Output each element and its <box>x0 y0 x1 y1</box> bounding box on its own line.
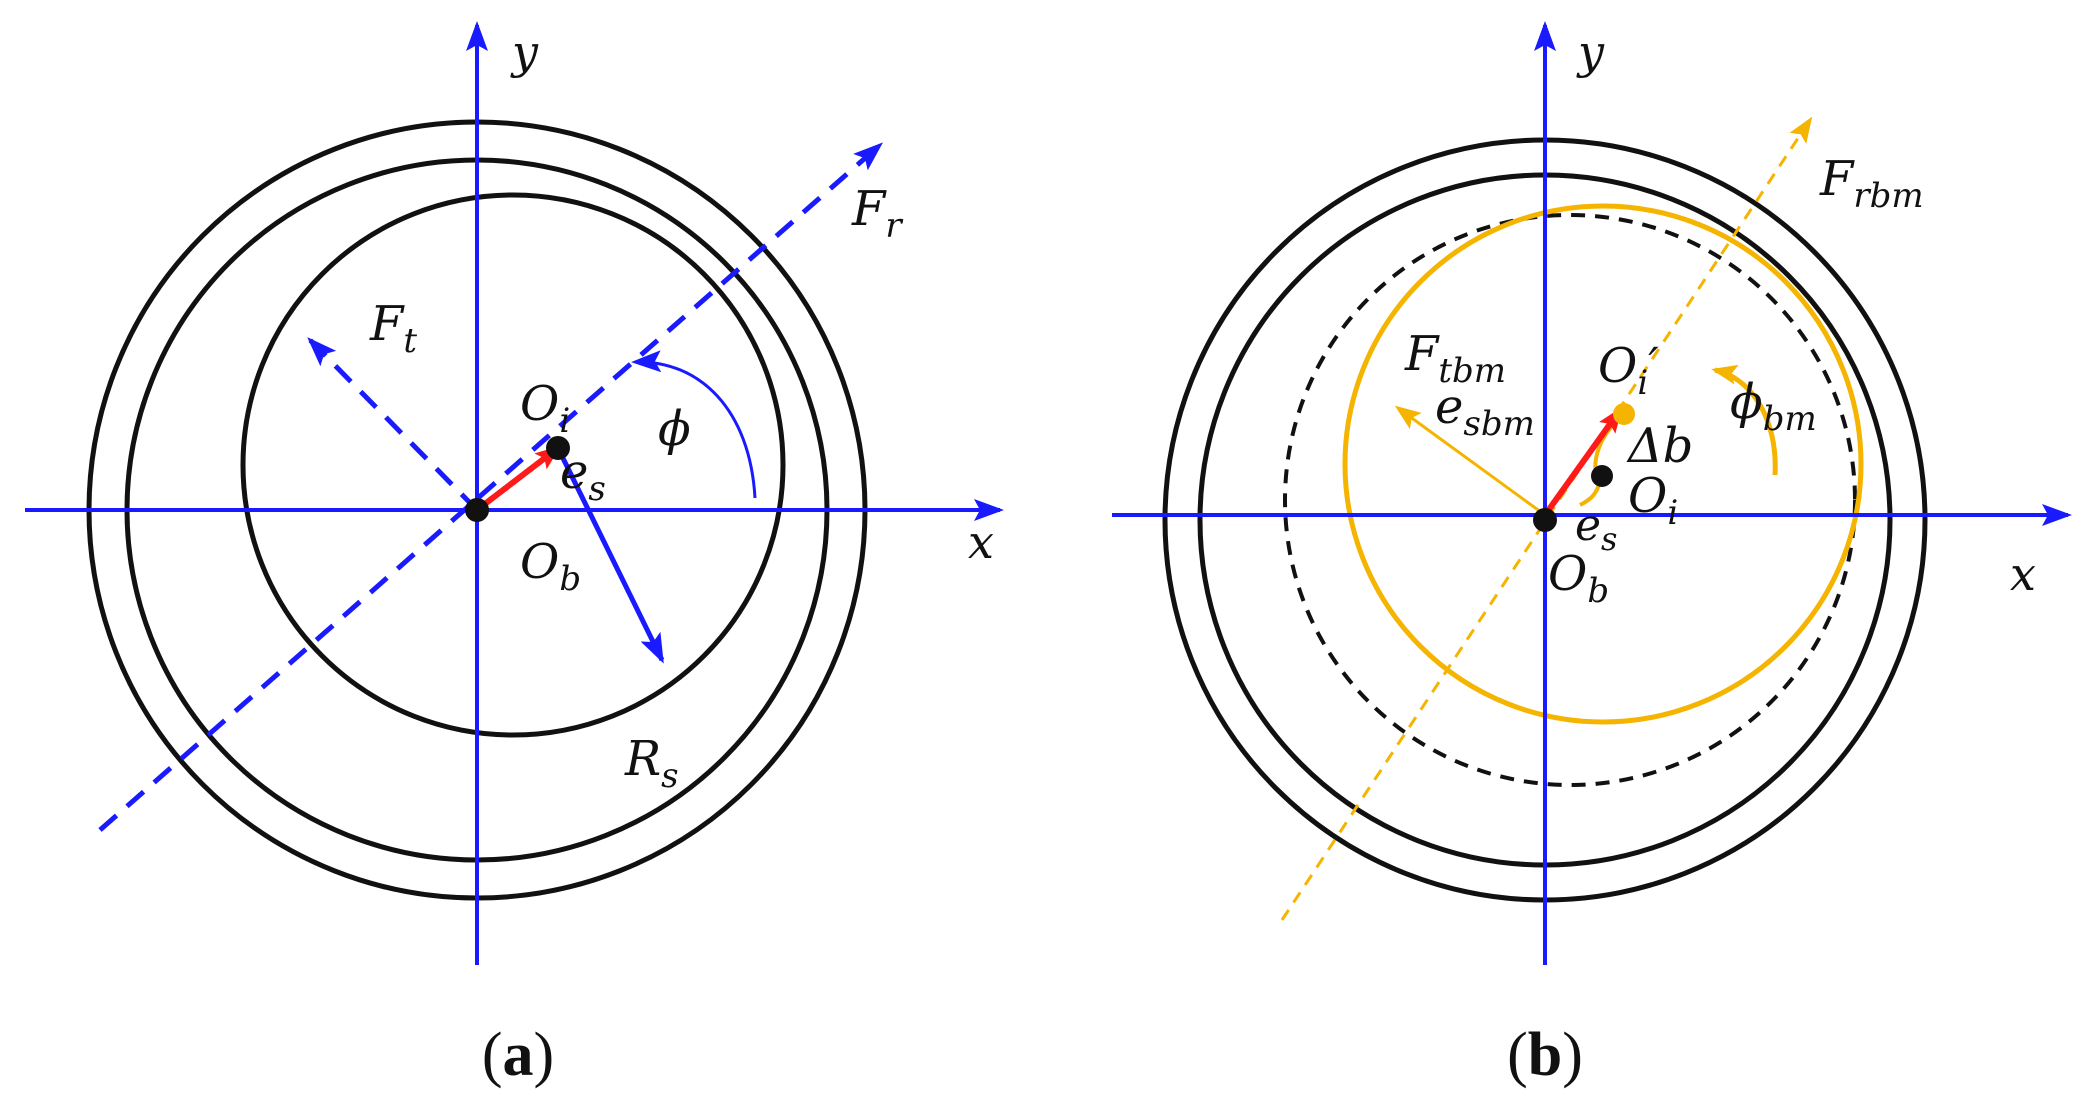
original-shaft-dashed-circle <box>1283 213 1857 787</box>
oi-label: Oi <box>520 376 570 441</box>
es-label: es <box>560 444 606 509</box>
oi-prime-center-dot <box>1613 403 1635 425</box>
oi-prime-label: Oi′ <box>1598 337 1659 403</box>
y-axis-label: y <box>1576 25 1605 79</box>
shaft-circle <box>240 192 786 738</box>
panel-a-caption: (a) <box>482 1021 554 1089</box>
rs-radius-line <box>555 446 665 664</box>
oi-label: Oi <box>1628 468 1678 533</box>
fr-label: Fr <box>851 181 903 246</box>
x-axis-label: x <box>968 515 994 569</box>
phibm-angle-arc <box>1711 364 1778 476</box>
es-eccentricity-arrow <box>475 445 562 513</box>
panel-a: y x Fr Ft Oi ϕ es Ob Rs (a) <box>25 21 1004 1089</box>
rs-label: Rs <box>624 731 679 796</box>
oi-center-dot <box>1591 465 1613 487</box>
ob-label: Ob <box>520 534 581 599</box>
phi-angle-arc <box>631 350 757 499</box>
ob-label: Ob <box>1548 546 1609 611</box>
phi-label: ϕ <box>658 401 691 457</box>
ft-label: Ft <box>369 296 417 361</box>
panel-b: y x Frbm Ftbm Oi′ esbm ϕbm Δb Oi es Ob (… <box>1112 21 2072 1089</box>
oi-center-dot <box>546 436 570 460</box>
ft-force-line <box>307 337 479 512</box>
ob-center-dot <box>1533 508 1557 532</box>
fr-force-line <box>98 142 884 832</box>
ob-center-dot <box>465 498 489 522</box>
es-label: es <box>1575 500 1617 558</box>
delta-b-label: Δb <box>1626 418 1693 474</box>
esbm-label: esbm <box>1435 379 1535 444</box>
phibm-label: ϕbm <box>1730 374 1817 439</box>
ftbm-force-arrow <box>1394 405 1546 517</box>
esbm-eccentricity-arrow <box>1542 406 1623 517</box>
x-axis-label: x <box>2010 547 2036 601</box>
frbm-label: Frbm <box>1819 151 1924 216</box>
frbm-force-line <box>1280 116 1813 921</box>
y-axis-label: y <box>510 25 539 79</box>
displaced-shaft-circle <box>1342 203 1864 725</box>
ftbm-label: Ftbm <box>1404 326 1506 391</box>
panel-b-caption: (b) <box>1507 1021 1583 1089</box>
